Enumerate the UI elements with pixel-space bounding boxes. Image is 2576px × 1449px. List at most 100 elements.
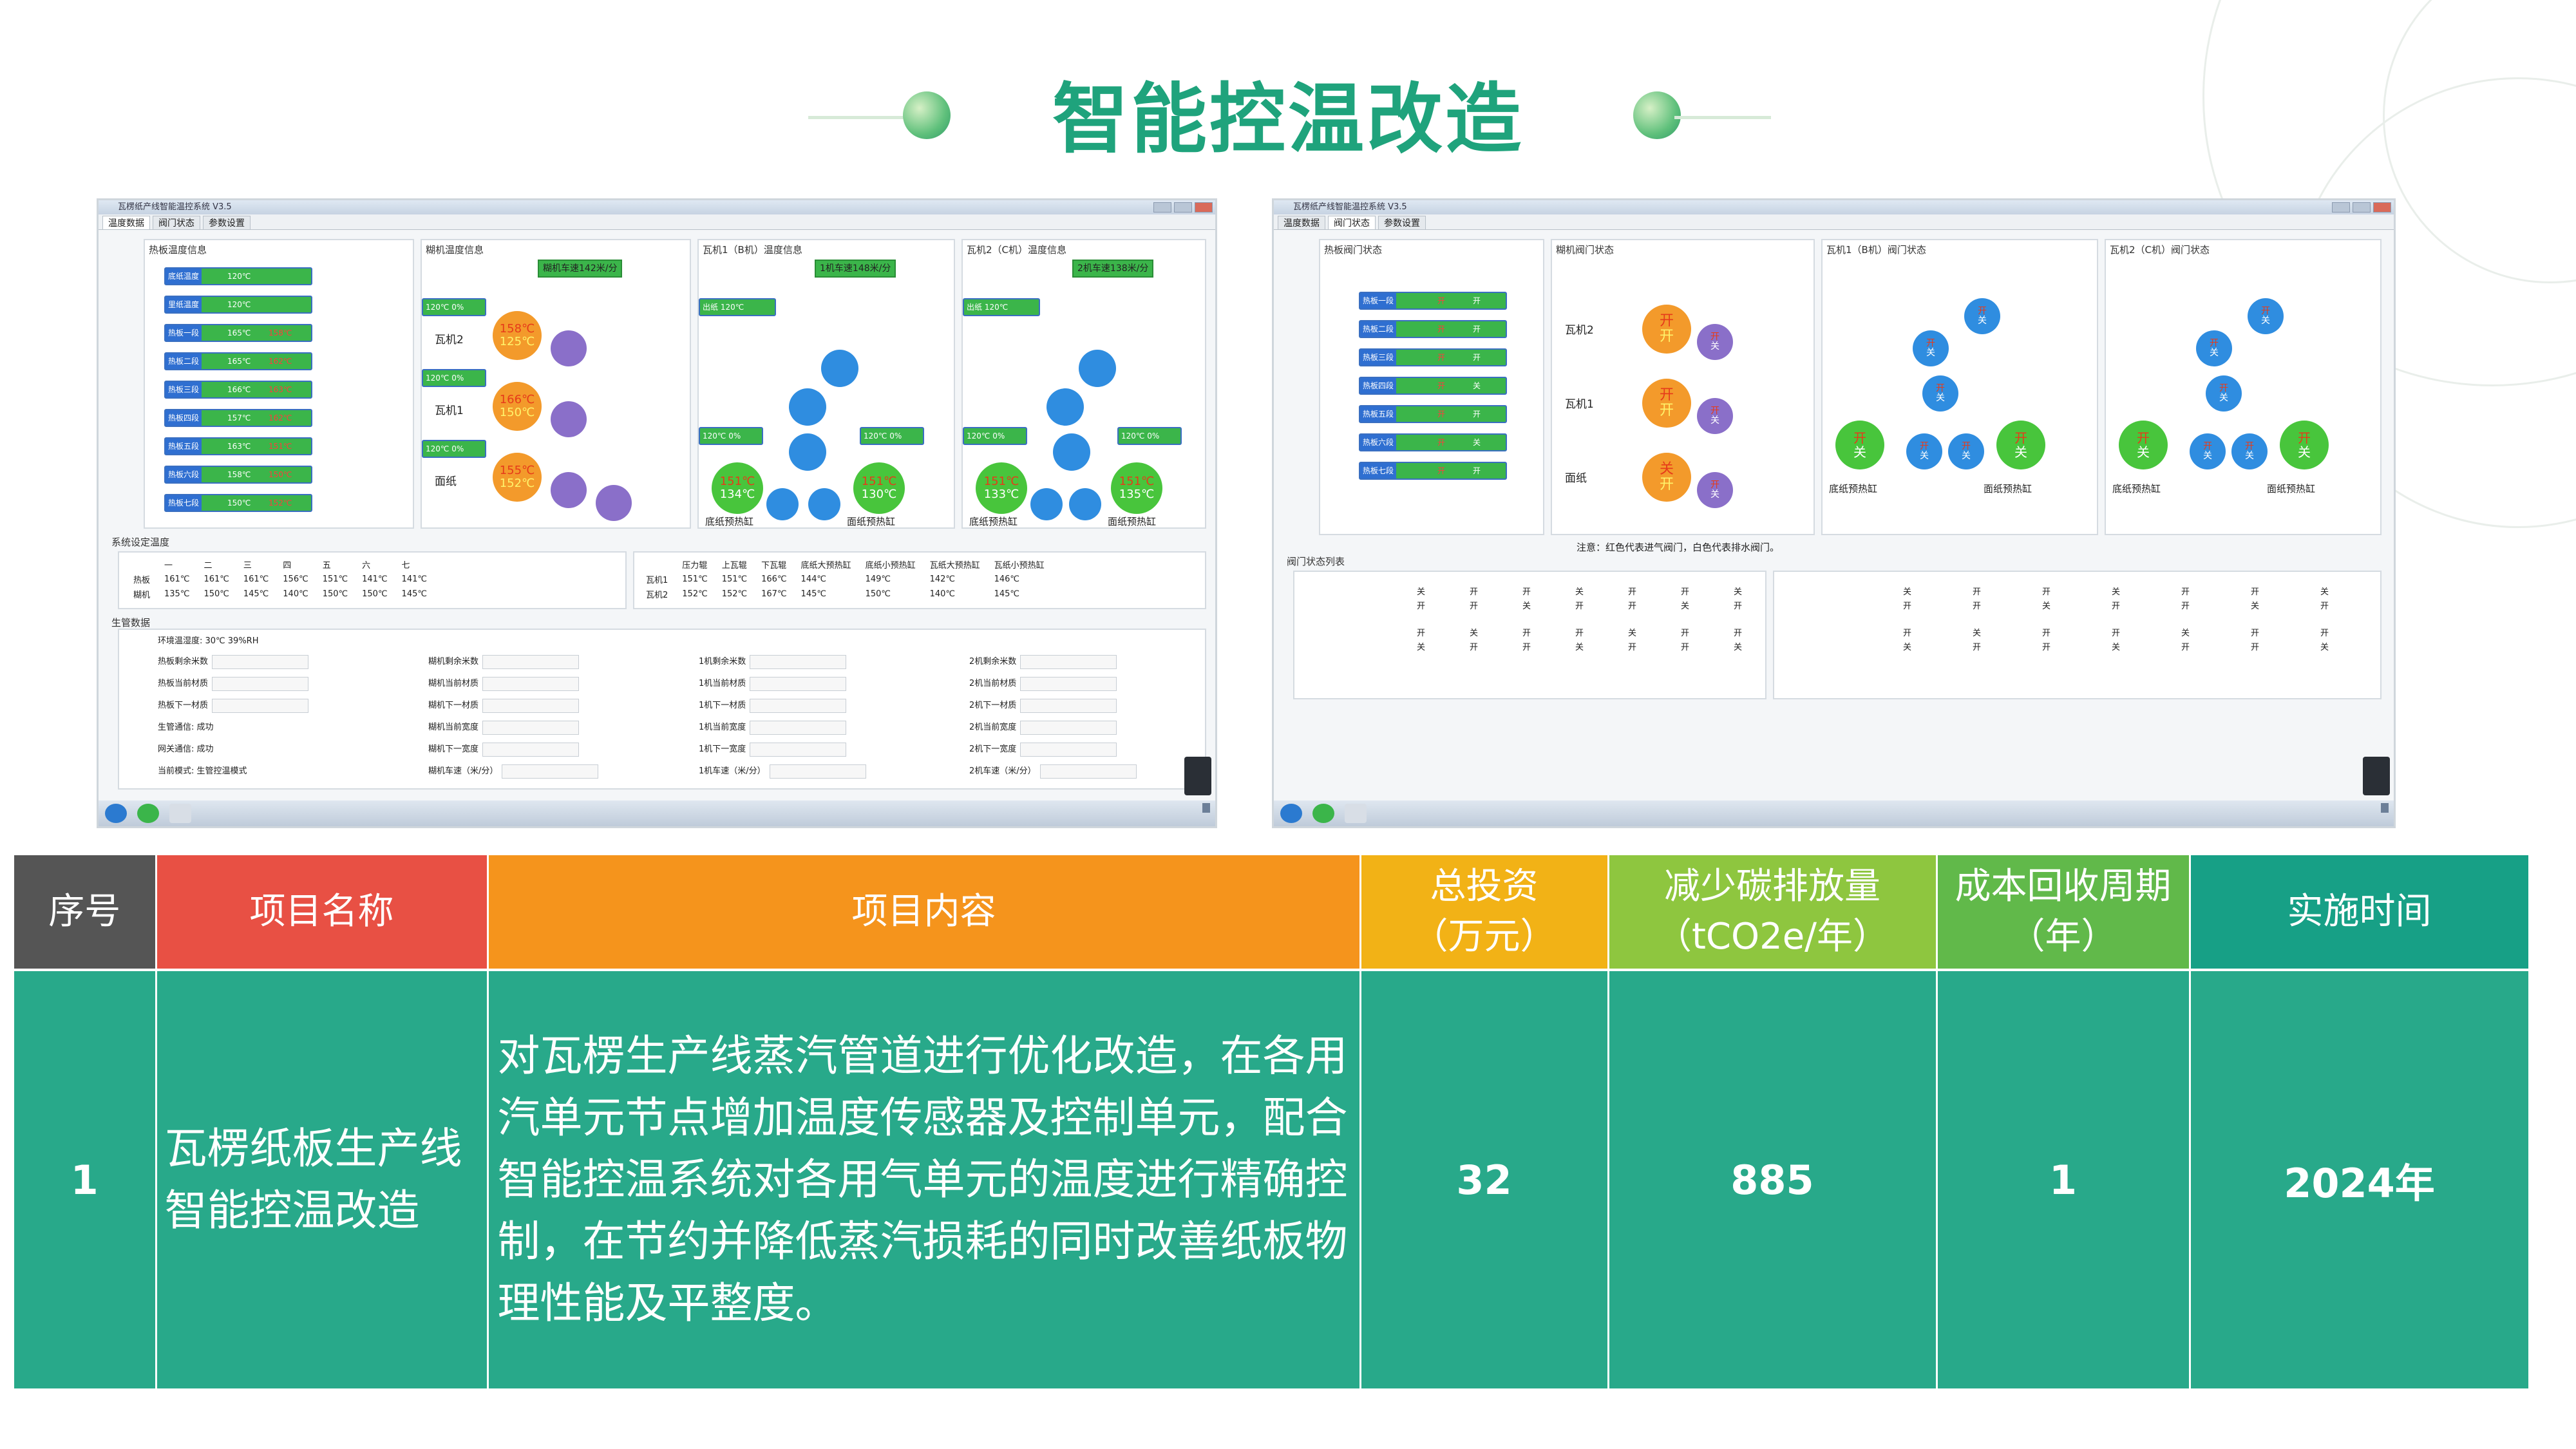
close-button[interactable]: [1195, 202, 1213, 213]
field-input[interactable]: [750, 742, 847, 757]
title-dot-right: [1633, 91, 1681, 139]
valve-gauge: 开关: [1835, 421, 1884, 469]
valve-state: 开: [1437, 325, 1446, 334]
valve-state-cell: 开: [2042, 629, 2051, 638]
minimize-button[interactable]: [2332, 202, 2350, 213]
field-input[interactable]: [212, 698, 309, 713]
valve-status-bar: 热板三段开开: [1359, 348, 1507, 366]
field-input[interactable]: [750, 654, 847, 669]
header-investment: 总投资（万元）: [1360, 855, 1609, 970]
bar-value: 120℃ 0%: [426, 303, 464, 312]
field-input[interactable]: [1020, 698, 1117, 713]
table-cell: 145℃: [401, 589, 427, 599]
start-icon[interactable]: [105, 804, 127, 823]
field-input[interactable]: [212, 654, 309, 669]
field-input[interactable]: [482, 720, 580, 735]
field-input[interactable]: [1039, 764, 1137, 779]
window-icon[interactable]: [1345, 804, 1367, 823]
table-cell: 瓦机2: [646, 591, 668, 600]
header-cell: 瓦纸小预热缸: [994, 561, 1045, 571]
bar-label: 热板二段: [166, 354, 202, 369]
section-title: 热板阀门状态: [1324, 244, 1383, 256]
table-cell: 145℃: [243, 589, 269, 599]
tab-temperature-data[interactable]: 温度数据: [102, 216, 150, 229]
production-field: 当前模式: 生管控温模式: [158, 764, 247, 776]
table-cell: 161℃: [164, 574, 190, 584]
tab-parameter-settings[interactable]: 参数设置: [1378, 216, 1426, 229]
field-label: 2机剩余米数: [969, 657, 1017, 667]
valve-state: 关: [1473, 381, 1481, 390]
field-input[interactable]: [1020, 676, 1117, 691]
valve-gauge: 开关: [2190, 433, 2226, 469]
field-input[interactable]: [482, 698, 580, 713]
app-icon[interactable]: [1312, 804, 1334, 823]
table-cell: 152℃: [682, 589, 708, 599]
tab-valve-status[interactable]: 阀门状态: [1328, 216, 1376, 229]
header-line: 成本回收周期: [1955, 866, 2172, 907]
valve-state-cell: 关: [2181, 629, 2190, 638]
preheat-label: 面纸预热缸: [2267, 483, 2316, 495]
start-icon[interactable]: [1280, 804, 1302, 823]
glue-temp-bar: 120℃ 0%: [422, 440, 486, 458]
header-cell: 下瓦辊: [761, 561, 787, 571]
corrugator1-panel: 瓦机1（B机）温度信息 1机车速148米/分 出纸 120℃ 120℃ 0% 1…: [697, 239, 955, 529]
valve-state: 开: [1473, 410, 1481, 419]
header-line: （tCO2e/年）: [1655, 916, 1889, 958]
window-icon[interactable]: [169, 804, 191, 823]
valve-state-cell: 开: [2112, 601, 2121, 611]
preheat-gauge: [596, 485, 632, 521]
field-input[interactable]: [769, 764, 866, 779]
header-cell: 四: [283, 561, 292, 571]
side-tile: [2363, 757, 2390, 795]
tab-valve-status[interactable]: 阀门状态: [153, 216, 200, 229]
maximize-button[interactable]: [2353, 202, 2371, 213]
valve-gauge: 开关: [1964, 298, 2000, 334]
unit-label: 面纸: [435, 475, 457, 488]
field-input[interactable]: [482, 742, 580, 757]
valve-state-cell: 开: [2251, 629, 2260, 638]
table-cell: 161℃: [204, 574, 229, 584]
field-input[interactable]: [750, 676, 847, 691]
valve-state: 关: [2261, 316, 2270, 326]
bar-label: 热板五段: [1360, 406, 1397, 422]
tab-temperature-data[interactable]: 温度数据: [1278, 216, 1325, 229]
maximize-button[interactable]: [1174, 202, 1192, 213]
field-input[interactable]: [1020, 742, 1117, 757]
bar-label: 热板二段: [1360, 321, 1397, 337]
field-label: 热板下一材质: [158, 701, 209, 710]
roll-gauge: [1046, 388, 1084, 426]
preheat-gauge: [551, 401, 587, 437]
field-input[interactable]: [482, 654, 580, 669]
header-cell: 底纸大预热缸: [800, 561, 851, 571]
field-input[interactable]: [1020, 720, 1117, 735]
header-cell: 一: [164, 561, 173, 571]
valve-state-cell: 开: [1681, 643, 1690, 652]
field-input[interactable]: [212, 676, 309, 691]
preheat-label: 面纸预热缸: [847, 516, 896, 527]
bar-value-actual: 158℃: [269, 328, 292, 337]
field-input[interactable]: [750, 720, 847, 735]
field-input[interactable]: [1020, 654, 1117, 669]
valve-gauge: 开关: [2196, 330, 2232, 366]
valve-status-bar: 热板二段开开: [1359, 320, 1507, 338]
tab-parameter-settings[interactable]: 参数设置: [203, 216, 251, 229]
valve-state-cell: 开: [2042, 643, 2051, 652]
app-icon[interactable]: [137, 804, 159, 823]
table-cell: 140℃: [929, 589, 955, 599]
field-input[interactable]: [750, 698, 847, 713]
table-cell: 150℃: [322, 589, 348, 599]
valve-state-cell: 关: [1417, 587, 1426, 597]
section-title: 糊机阀门状态: [1556, 244, 1615, 256]
valve-state: 开: [1853, 430, 1866, 446]
valve-state-cell: 关: [2042, 601, 2051, 611]
header-cell: [639, 558, 674, 571]
close-button[interactable]: [2373, 202, 2391, 213]
field-input[interactable]: [482, 676, 580, 691]
minimize-button[interactable]: [1153, 202, 1171, 213]
field-input[interactable]: [502, 764, 599, 779]
